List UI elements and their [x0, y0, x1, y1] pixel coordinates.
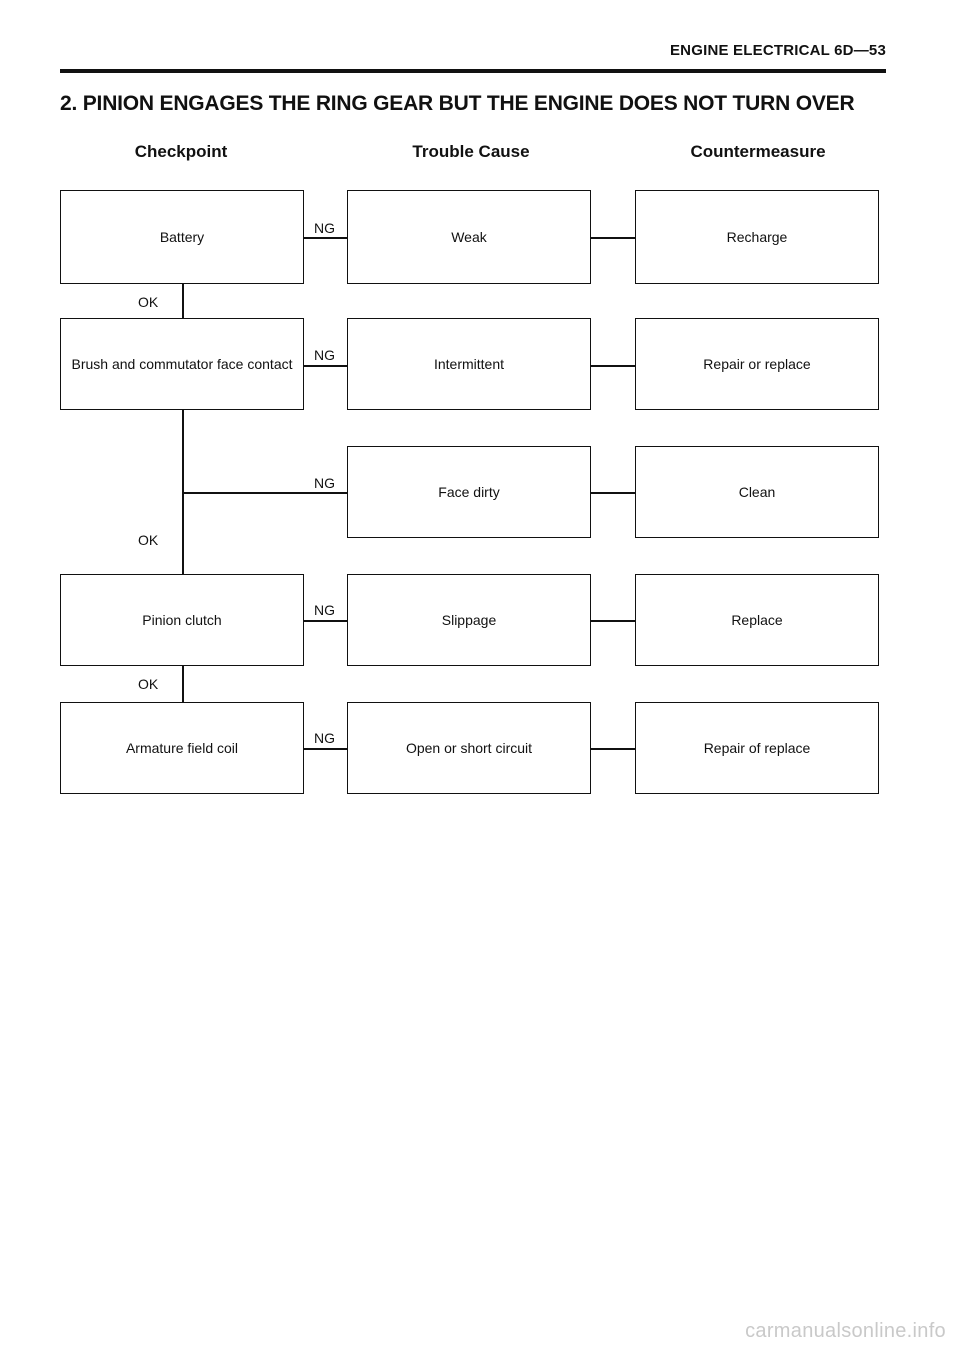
connector-ng-line — [182, 492, 347, 494]
ng-label: NG — [314, 347, 335, 363]
footer-watermark: carmanualsonline.info — [745, 1320, 946, 1342]
checkpoint-brush-commutator: Brush and commutator face contact — [60, 318, 304, 410]
ok-label: OK — [138, 676, 159, 692]
cause-open-or-short-circuit: Open or short circuit — [347, 702, 591, 794]
checkpoint-brush-commutator-label: Brush and commutator face contact — [71, 356, 293, 372]
checkpoint-battery: Battery — [60, 190, 304, 284]
cause-face-dirty: Face dirty — [347, 446, 591, 538]
ng-label: NG — [314, 220, 335, 236]
ng-label: NG — [314, 602, 335, 618]
ng-label: NG — [314, 730, 335, 746]
connector-ng-line — [304, 620, 347, 622]
connector-line — [591, 237, 635, 239]
countermeasure-repair-or-replace: Repair or replace — [635, 318, 879, 410]
cause-intermittent: Intermittent — [347, 318, 591, 410]
connector-line — [591, 620, 635, 622]
header-text: ENGINE ELECTRICAL 6D—53 — [669, 42, 886, 59]
connector-line — [591, 492, 635, 494]
connector-ok-line — [182, 666, 184, 702]
connector-ok-line — [182, 284, 184, 318]
column-heading-countermeasure: Countermeasure — [690, 142, 826, 161]
column-heading-checkpoint: Checkpoint — [134, 142, 228, 161]
connector-line — [591, 365, 635, 367]
countermeasure-recharge: Recharge — [635, 190, 879, 284]
ng-label: NG — [314, 475, 335, 491]
ok-label: OK — [138, 532, 159, 548]
header-rule — [60, 69, 886, 73]
countermeasure-replace: Replace — [635, 574, 879, 666]
connector-ng-line — [304, 748, 347, 750]
checkpoint-armature-field-coil: Armature field coil — [60, 702, 304, 794]
checkpoint-pinion-clutch: Pinion clutch — [60, 574, 304, 666]
cause-weak: Weak — [347, 190, 591, 284]
ok-label: OK — [138, 294, 159, 310]
section-title: 2. PINION ENGAGES THE RING GEAR BUT THE … — [60, 92, 855, 115]
connector-ng-line — [304, 365, 347, 367]
page-header: ENGINE ELECTRICAL 6D—53 — [60, 42, 886, 74]
connector-ng-line — [304, 237, 347, 239]
countermeasure-clean: Clean — [635, 446, 879, 538]
column-heading-trouble-cause: Trouble Cause — [412, 142, 530, 161]
cause-slippage: Slippage — [347, 574, 591, 666]
connector-line — [591, 748, 635, 750]
countermeasure-repair-of-replace: Repair of replace — [635, 702, 879, 794]
